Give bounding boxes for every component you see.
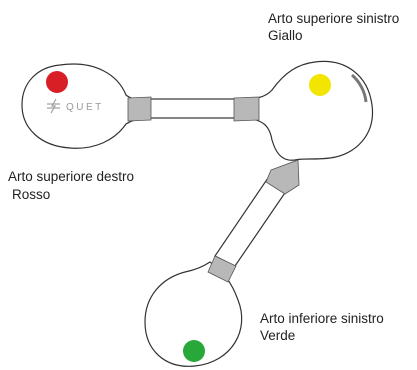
- lightning-icon: [47, 98, 60, 114]
- top-connector: [145, 98, 241, 119]
- brand-logo: QUET: [47, 98, 104, 114]
- label-upper-right-color: Rosso: [12, 187, 51, 202]
- green-led-dot: [183, 340, 205, 362]
- label-lower-left-title: Arto inferiore sinistro: [260, 311, 384, 326]
- pod-lower-left: [144, 255, 243, 367]
- label-lower-left-color: Verde: [260, 328, 296, 343]
- yellow-led-dot: [309, 74, 331, 96]
- pod-upper-left: [233, 60, 374, 195]
- label-upper-left-color: Giallo: [268, 28, 303, 43]
- label-upper-left-title: Arto superiore sinistro: [268, 11, 400, 26]
- label-upper-right-title: Arto superiore destro: [8, 169, 135, 184]
- red-led-dot: [46, 71, 68, 93]
- brand-name: QUET: [66, 102, 104, 113]
